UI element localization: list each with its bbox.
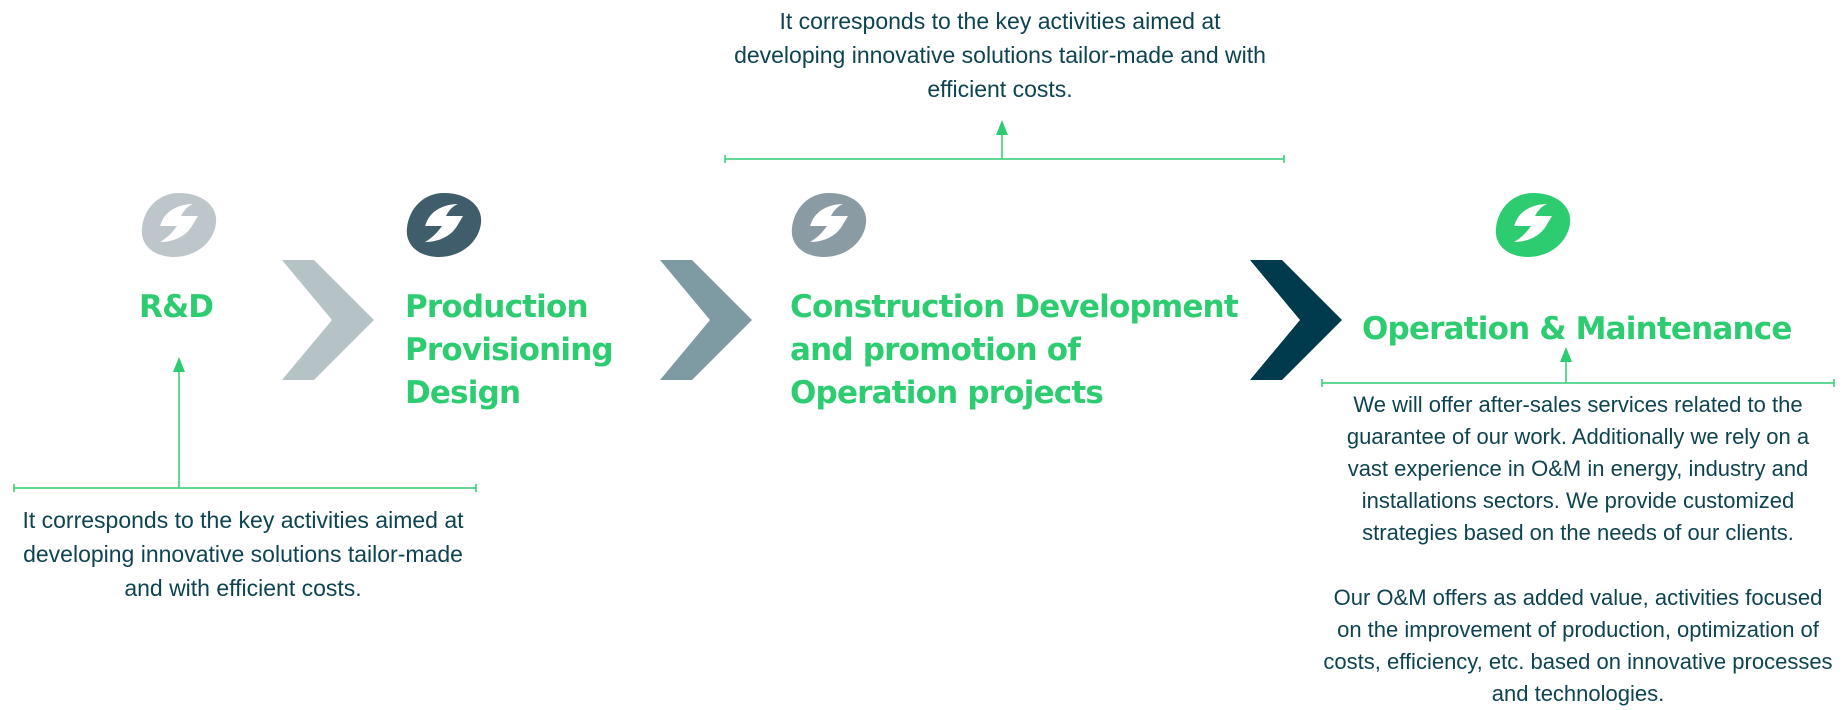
rd-description-line-1: It corresponds to the key activities aim… (22, 507, 464, 533)
rd-arrowhead (173, 357, 185, 372)
chevron-right-icon-1 (282, 260, 374, 380)
om-description-paragraph-1: We will offer after-sales services relat… (1313, 389, 1843, 549)
production-title: Production Provisioning Design (405, 286, 614, 415)
om-p2-line-3: costs, efficiency, etc. based on innovat… (1323, 649, 1833, 674)
construction-description-line-1: It corresponds to the key activities aim… (779, 8, 1221, 34)
om-description-paragraph-2: Our O&M offers as added value, activitie… (1313, 582, 1843, 710)
om-leaf-logo-icon (1495, 193, 1571, 257)
construction-description-line-3: efficient costs. (927, 76, 1073, 102)
rd-title-line: R&D (139, 289, 214, 325)
production-title-line-3: Design (405, 375, 521, 411)
om-title-line: Operation & Maintenance (1362, 311, 1792, 347)
construction-title-line-1: Construction Development (790, 289, 1239, 325)
production-leaf-logo-icon (406, 193, 482, 257)
construction-title-line-3: Operation projects (790, 375, 1104, 411)
chevron-right-icon-3 (1250, 260, 1342, 380)
construction-title: Construction Development and promotion o… (790, 286, 1239, 415)
om-p2-line-1: Our O&M offers as added value, activitie… (1333, 585, 1823, 610)
rd-title: R&D (139, 286, 214, 329)
construction-leaf-logo-icon (791, 193, 867, 257)
om-arrowhead (1560, 347, 1572, 362)
om-p1-line-4: installations sectors. We provide custom… (1361, 488, 1795, 513)
om-p1-line-2: guarantee of our work. Additionally we r… (1346, 424, 1810, 449)
om-p1-line-5: strategies based on the needs of our cli… (1362, 520, 1794, 545)
om-p2-line-4: and technologies. (1491, 681, 1665, 706)
rd-description-line-2: developing innovative solutions tailor-m… (23, 541, 463, 567)
construction-title-line-2: and promotion of (790, 332, 1081, 368)
om-p2-line-2: on the improvement of production, optimi… (1337, 617, 1819, 642)
om-title: Operation & Maintenance (1362, 308, 1792, 351)
construction-description-line-2: developing innovative solutions tailor-m… (734, 42, 1266, 68)
rd-description: It corresponds to the key activities aim… (4, 503, 482, 605)
construction-description: It corresponds to the key activities aim… (700, 4, 1300, 106)
rd-leaf-logo-icon (141, 193, 217, 257)
om-p1-line-1: We will offer after-sales services relat… (1353, 392, 1803, 417)
production-title-line-1: Production (405, 289, 589, 325)
om-p1-line-3: vast experience in O&M in energy, indust… (1347, 456, 1809, 481)
chevron-right-icon-2 (660, 260, 752, 380)
production-title-line-2: Provisioning (405, 332, 614, 368)
construction-arrowhead (996, 120, 1008, 135)
rd-description-line-3: and with efficient costs. (124, 575, 362, 601)
